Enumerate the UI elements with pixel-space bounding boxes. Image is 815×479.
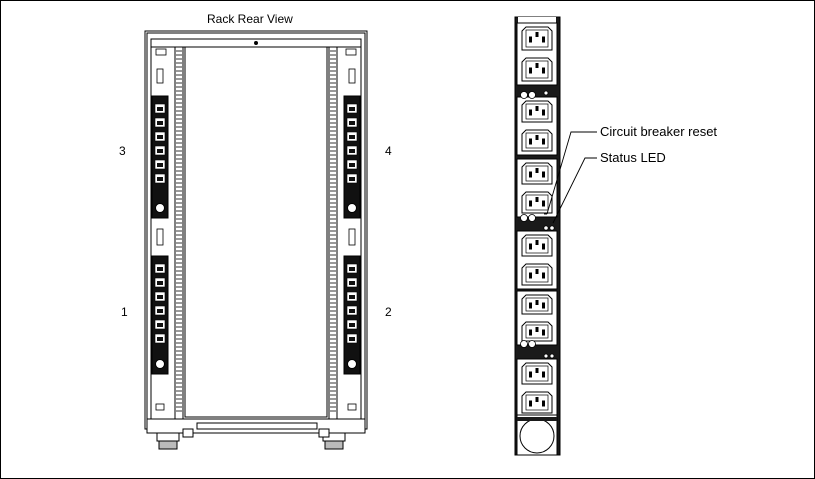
iec-c13-outlet — [522, 27, 552, 50]
rack-pdu-inlet — [348, 360, 357, 369]
pdu-label-3: 3 — [119, 145, 126, 157]
iec-c13-outlet — [522, 264, 552, 285]
pdu-power-inlet — [517, 415, 557, 455]
rack-pdu-2 — [344, 256, 360, 374]
iec-c13-outlet — [522, 235, 552, 256]
iec-c13-outlet — [522, 58, 552, 81]
pdu-outlet-group — [517, 359, 557, 417]
pdu-outlet-group — [517, 23, 557, 85]
pdu-outlet-group — [517, 97, 557, 155]
iec-c13-outlet — [522, 363, 552, 384]
rack-pdu-1 — [152, 256, 168, 374]
rack-pdu-inlet — [348, 204, 357, 213]
pdu-outlet-group — [517, 291, 557, 345]
rack-pdu-4 — [344, 96, 360, 218]
iec-c13-outlet — [522, 322, 552, 341]
circuit-breaker-reset-callout: Circuit breaker reset — [600, 125, 717, 138]
status-led-callout: Status LED — [600, 151, 666, 164]
pdu-label-2: 2 — [385, 306, 392, 318]
iec-c13-outlet — [522, 192, 552, 213]
iec-c13-outlet — [522, 101, 552, 122]
pdu-label-4: 4 — [385, 145, 392, 157]
pdu-outlet-group — [517, 159, 557, 217]
iec-c13-outlet — [522, 163, 552, 184]
pdu-label-1: 1 — [121, 306, 128, 318]
rack-pdu-inlet — [156, 360, 165, 369]
iec-c13-outlet — [522, 392, 552, 413]
rack-pdu-inlet — [156, 204, 165, 213]
rack-rear-view-title: Rack Rear View — [207, 13, 293, 25]
pdu-outlet-group — [517, 231, 557, 289]
iec-c13-outlet — [522, 130, 552, 151]
rack-cabinet — [145, 31, 367, 449]
iec-c13-outlet — [522, 295, 552, 314]
rack-pdu-3 — [152, 96, 168, 218]
